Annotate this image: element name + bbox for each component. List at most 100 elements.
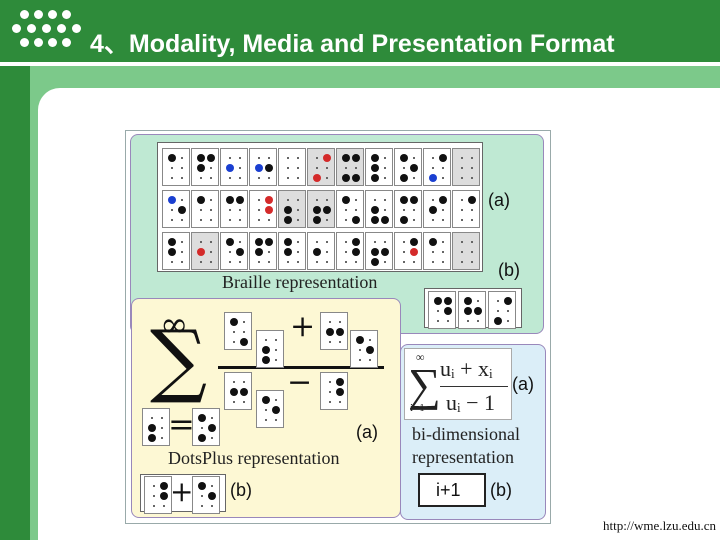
braille-dot (507, 320, 509, 322)
braille-dot (461, 261, 463, 263)
braille-dot (178, 206, 186, 214)
braille-cell (278, 148, 306, 186)
braille-dot (268, 177, 270, 179)
braille-dot (381, 248, 389, 256)
dotsplus-caption: DotsPlus representation (168, 448, 340, 468)
braille-cell (224, 372, 252, 410)
braille-dot (400, 174, 408, 182)
braille-cell (144, 476, 172, 514)
braille-cell (220, 190, 248, 228)
braille-dot (384, 261, 386, 263)
braille-cell (192, 408, 220, 446)
braille-dot (467, 320, 469, 322)
braille-dot (444, 297, 452, 305)
braille-dot (200, 219, 202, 221)
braille-dot (316, 241, 318, 243)
braille-dot (461, 219, 463, 221)
braille-dot (494, 317, 502, 325)
braille-dot (461, 177, 463, 179)
braille-dot (464, 307, 472, 315)
braille-dot (326, 167, 328, 169)
braille-dot (181, 157, 183, 159)
braille-dot (297, 157, 299, 159)
braille-dot (461, 157, 463, 159)
braille-dot (262, 356, 270, 364)
braille-dot (384, 157, 386, 159)
braille-dot (287, 261, 289, 263)
braille-dot (403, 241, 405, 243)
braille-dot (275, 339, 277, 341)
braille-dot (229, 209, 231, 211)
braille-dot (262, 346, 270, 354)
braille-dot (201, 495, 203, 497)
slide-title: 4、Modality, Media and Presentation Forma… (90, 30, 615, 58)
braille-dot (366, 346, 374, 354)
braille-cell (220, 232, 248, 270)
braille-cell (394, 190, 422, 228)
braille-dot (345, 251, 347, 253)
braille-caption: Braille representation (222, 272, 378, 292)
braille-dot (171, 177, 173, 179)
braille-dot (210, 261, 212, 263)
braille-dot (313, 174, 321, 182)
braille-dot (240, 388, 248, 396)
braille-dot (210, 199, 212, 201)
braille-dot (255, 164, 263, 172)
braille-dot (339, 321, 341, 323)
braille-cell (320, 372, 348, 410)
braille-dot (345, 209, 347, 211)
braille-dot (355, 199, 357, 201)
braille-dot (297, 261, 299, 263)
braille-dot (437, 320, 439, 322)
header-divider (0, 62, 720, 66)
braille-dot (384, 209, 386, 211)
braille-dot (371, 164, 379, 172)
braille-dot (226, 164, 234, 172)
braille-dot (437, 310, 439, 312)
braille-dot (461, 209, 463, 211)
braille-dot (471, 261, 473, 263)
braille-dot (429, 174, 437, 182)
braille-dot (442, 261, 444, 263)
braille-dot (352, 248, 360, 256)
braille-dot (265, 196, 273, 204)
source-url: http://wme.lzu.edu.cn (602, 518, 716, 533)
braille-dot (474, 307, 482, 315)
braille-cell (142, 408, 170, 446)
braille-dot (226, 238, 234, 246)
braille-dot (413, 209, 415, 211)
braille-dot (336, 328, 344, 336)
braille-dot (268, 261, 270, 263)
braille-dot (413, 219, 415, 221)
braille-dot (197, 196, 205, 204)
braille-dot (275, 399, 277, 401)
braille-dot (287, 177, 289, 179)
braille-cell (162, 232, 190, 270)
braille-dot (239, 261, 241, 263)
braille-dot (168, 154, 176, 162)
braille-cell (488, 291, 516, 329)
braille-cell (365, 232, 393, 270)
braille-dot (326, 219, 328, 221)
braille-dot (444, 307, 452, 315)
braille-cell (336, 148, 364, 186)
braille-dot (287, 167, 289, 169)
braille-dot (297, 209, 299, 211)
braille-cell (423, 148, 451, 186)
braille-dot (240, 338, 248, 346)
braille-dot (432, 251, 434, 253)
braille-dot (355, 209, 357, 211)
braille-dot (400, 196, 408, 204)
braille-dot (429, 238, 437, 246)
braille-dot (198, 482, 206, 490)
braille-dot (403, 261, 405, 263)
braille-dot (207, 154, 215, 162)
braille-cell (428, 291, 456, 329)
braille-cell (191, 232, 219, 270)
braille-dot (181, 167, 183, 169)
braille-dot (413, 157, 415, 159)
braille-dot (148, 424, 156, 432)
braille-dot (326, 251, 328, 253)
braille-dot (198, 434, 206, 442)
braille-dot (471, 241, 473, 243)
